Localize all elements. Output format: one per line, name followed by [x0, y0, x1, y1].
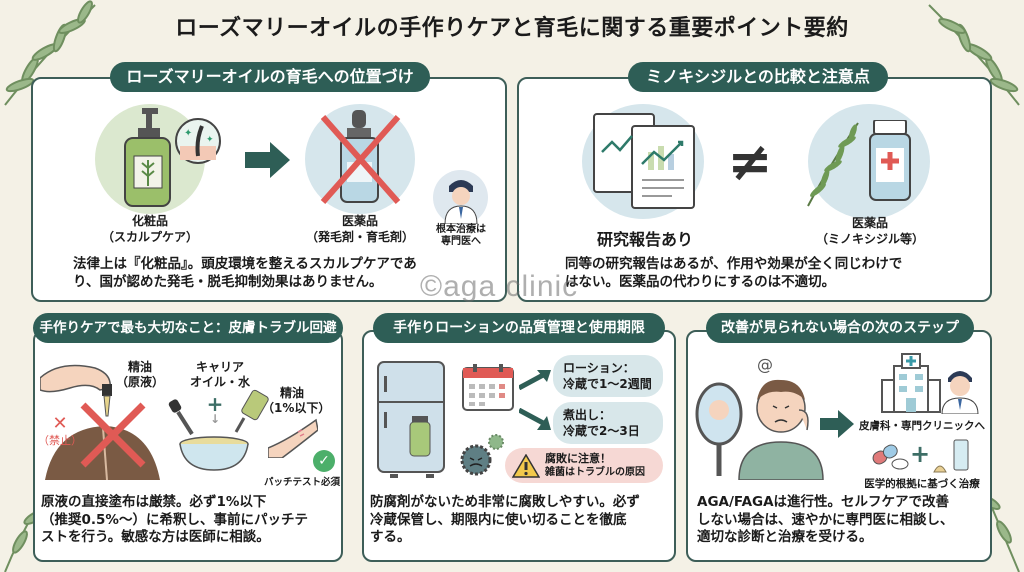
hair-follicle-icon: ✦ ✦ [180, 125, 216, 160]
arm-patch-test-icon [268, 418, 318, 458]
research-label: 研究報告あり [596, 230, 693, 249]
quality-body-line3: する。 [370, 529, 411, 546]
next-steps-body-text: AGA/FAGAは進行性。セルフケアで改善 しない場合は、速やかに専門医に相談し… [697, 494, 954, 547]
diluted-oil-label-line1: 精油 [279, 386, 304, 400]
oil-bottle-icon [234, 389, 269, 433]
warning-icon [512, 454, 540, 478]
rosemary-decoration-top-left [4, 0, 96, 106]
lotion-title: ローション： [563, 361, 635, 375]
next-steps-body-line2: しない場合は、速やかに専門医に相談し、 [697, 511, 954, 528]
next-steps-body-line3: 適切な診断と治療を受ける。 [697, 529, 873, 546]
rosemary-sprig-icon [807, 122, 859, 207]
check-icon: ✓ [313, 450, 335, 472]
panel-comparison-heading: ミノキシジルとの比較と注意点 [628, 62, 888, 92]
cosmetic-label: 化粧品 （スカルプケア） [90, 214, 210, 245]
panel-positioning-heading: ローズマリーオイルの育毛への位置づけ [110, 62, 430, 92]
clinic-label: 皮膚科・専門クリニックへ [859, 420, 985, 432]
quality-body-line1: 防腐剤がないため非常に腐敗しやすい。必ず [370, 494, 640, 510]
skin-trouble-body-line3: ストを行う。敏感な方は医師に相談。 [41, 529, 270, 546]
comparison-body-text: 同等の研究報告はあるが、作用や効果が全く同じわけで はない。医薬品の代わりにする… [565, 256, 902, 291]
skin-trouble-body-text: 原液の直接塗布は厳禁。必ず1%以下 （推奨0.5%〜）に希釈し、事前にパッチテ … [41, 494, 308, 547]
panel-next-steps-heading: 改善が見られない場合の次のステップ [706, 313, 974, 343]
mixing-bowl-icon [179, 436, 249, 471]
lotion-period-bubble: ローション： 冷蔵で1〜2週間 [553, 355, 663, 398]
prohibited-cross-icon [80, 402, 146, 468]
decoction-period-bubble: 煮出し： 冷蔵で2〜3日 [553, 402, 663, 445]
hospital-icon [881, 353, 941, 413]
decoction-title: 煮出し： [563, 408, 612, 422]
lotion-period: 冷蔵で1〜2週間 [563, 377, 652, 392]
panel-next-steps [686, 330, 992, 562]
next-steps-body-line1: AGA/FAGAは進行性。セルフケアで改善 [697, 494, 950, 510]
skin-trouble-body-line2: （推奨0.5%〜）に希釈し、事前にパッチテ [41, 511, 308, 528]
prohibited-label: （禁止） [38, 434, 82, 447]
undiluted-oil-label-line1: 精油 [127, 360, 152, 374]
arrow-right-icon [245, 142, 290, 178]
doctor-icon [444, 180, 478, 224]
prohibited-x-mark: ✕ [52, 413, 68, 434]
decoction-period: 冷蔵で2〜3日 [563, 424, 640, 439]
medicine-label: 医薬品 （発毛剤・育毛剤） [300, 214, 420, 245]
refrigerator-icon [377, 361, 445, 478]
comparison-body-line2: はない。医薬品の代わりにするのは不適切。 [565, 273, 836, 290]
arrow-right-icon [820, 410, 854, 438]
positioning-body-line1: 法律上は『化粧品』。頭皮環境を整えるスカルプケアであ [73, 256, 417, 272]
undiluted-oil-label: 精油 （原液） [115, 360, 165, 390]
not-equal-icon: ≠ [727, 130, 773, 193]
quality-body-text: 防腐剤がないため非常に腐敗しやすい。必ず 冷蔵保管し、期限内に使い切ることを徹底… [370, 494, 640, 547]
doctor-label: 根本治療は 専門医へ [428, 224, 494, 248]
arrow-down-right-icon [519, 408, 551, 430]
panel-quality-heading: 手作りローションの品質管理と使用期限 [373, 313, 665, 343]
minoxidil-label: 医薬品 （ミノキシジル等） [805, 216, 935, 247]
minoxidil-label-line2: （ミノキシジル等） [815, 231, 924, 246]
svg-text:✦: ✦ [206, 135, 214, 145]
head-hair-icon [45, 426, 160, 480]
arrow-down-icon: ↓ [209, 412, 221, 426]
positioning-body-text: 法律上は『化粧品』。頭皮環境を整えるスカルプケアであ り、国が認めた発毛・脱毛抑… [73, 256, 417, 291]
research-report-icon [593, 113, 695, 209]
dropper-icon [168, 399, 194, 436]
doctor-label-line1: 根本治療は [436, 224, 486, 235]
cream-tube-icon [933, 439, 969, 473]
skin-trouble-body-line1: 原液の直接塗布は厳禁。必ず1%以下 [41, 494, 267, 510]
svg-text:@: @ [757, 355, 773, 374]
spoilage-warning-text: 雑菌はトラブルの原因 [545, 467, 645, 479]
diluted-oil-label: 精油 （1%以下） [262, 386, 331, 416]
undiluted-oil-label-line2: （原液） [115, 375, 164, 389]
worried-man-mirror-icon: @ [695, 355, 824, 480]
prohibited-cross-icon [320, 115, 401, 204]
svg-text:✦: ✦ [184, 128, 192, 139]
cosmetic-label-line2: （スカルプケア） [101, 229, 198, 244]
carrier-oil-label-line2: オイル・水 [189, 375, 250, 389]
medicine-label-line2: （発毛剤・育毛剤） [305, 229, 414, 244]
doctor-icon [941, 371, 979, 414]
patch-test-label: パッチテスト必須 [263, 477, 340, 488]
quality-body-line2: 冷蔵保管し、期限内に使い切ることを徹底 [370, 511, 627, 528]
hand-dropper-icon [40, 364, 112, 417]
arrow-up-right-icon [519, 370, 551, 390]
minoxidil-label-line1: 医薬品 [851, 216, 888, 230]
medicine-label-line1: 医薬品 [341, 214, 378, 228]
doctor-label-line2: 専門医へ [441, 236, 481, 247]
capsule-pill-icon [872, 444, 909, 470]
comparison-body-line1: 同等の研究報告はあるが、作用や効果が全く同じわけで [565, 256, 903, 272]
spoilage-warning-title: 腐敗に注意！ [545, 452, 611, 465]
cosmetic-label-line1: 化粧品 [131, 214, 168, 228]
calendar-icon [462, 364, 514, 411]
panel-skin-trouble-heading: 手作りケアで最も大切なこと：皮膚トラブル回避 [33, 313, 343, 343]
positioning-body-line2: り、国が認めた発毛・脱毛抑制効果はありません。 [73, 273, 383, 290]
carrier-oil-label-line1: キャリア [195, 360, 244, 374]
plus-icon: + [910, 440, 931, 468]
plus-icon: + [206, 392, 224, 416]
rosemary-decoration-top-right [928, 4, 1020, 106]
carrier-oil-label: キャリア オイル・水 [175, 360, 265, 390]
page-title: ローズマリーオイルの手作りケアと育毛に関する重要ポイント要約 [175, 16, 849, 41]
treatment-label: 医学的根拠に基づく治療 [864, 478, 980, 490]
cosmetic-bottle-icon [124, 108, 171, 207]
diluted-oil-label-line2: （1%以下） [262, 401, 331, 415]
bacteria-icon [460, 434, 504, 476]
pill-bottle-icon [869, 120, 911, 201]
